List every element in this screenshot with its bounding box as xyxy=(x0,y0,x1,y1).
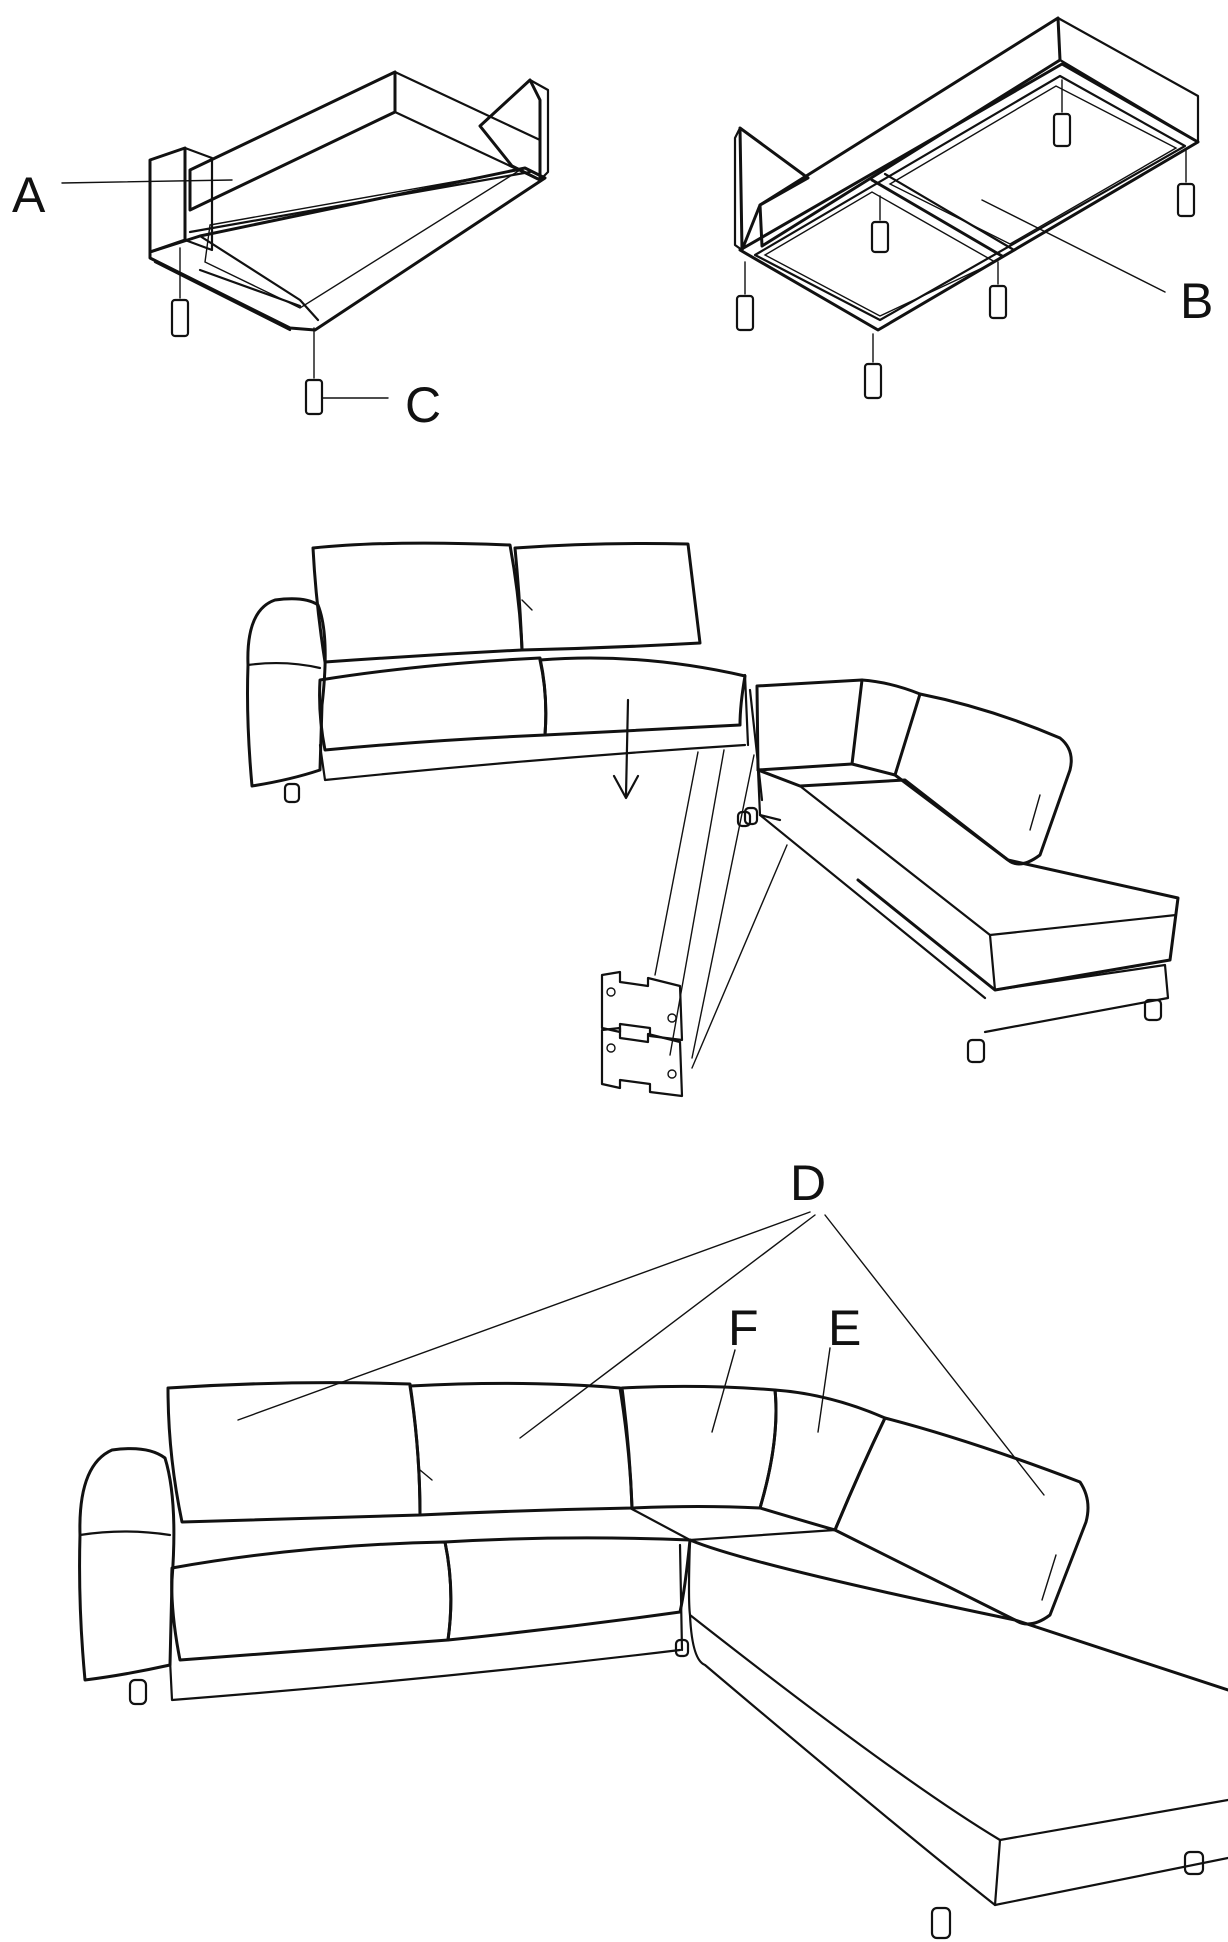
leader-f xyxy=(711,1349,736,1433)
leader-b xyxy=(981,199,1166,293)
label-f: F xyxy=(728,1300,759,1356)
leader-d-2 xyxy=(519,1214,816,1439)
label-b: B xyxy=(1180,273,1213,329)
sofa-connection-step xyxy=(246,541,1180,1098)
connector-bracket-bottom xyxy=(600,1026,684,1098)
label-e: E xyxy=(828,1300,861,1356)
leader-a xyxy=(61,179,233,184)
assembled-sectional-sofa xyxy=(78,1211,1228,1940)
corner-frame-underside xyxy=(61,70,550,416)
connector-bracket-top xyxy=(600,970,684,1042)
chaise-frame-underside xyxy=(733,16,1200,400)
leader-e xyxy=(817,1347,831,1433)
placement-arrow xyxy=(624,698,630,797)
label-a: A xyxy=(12,167,46,223)
leader-d-3 xyxy=(824,1214,1045,1496)
leader-d-1 xyxy=(237,1211,811,1421)
label-c: C xyxy=(405,377,441,433)
label-d: D xyxy=(790,1155,826,1211)
